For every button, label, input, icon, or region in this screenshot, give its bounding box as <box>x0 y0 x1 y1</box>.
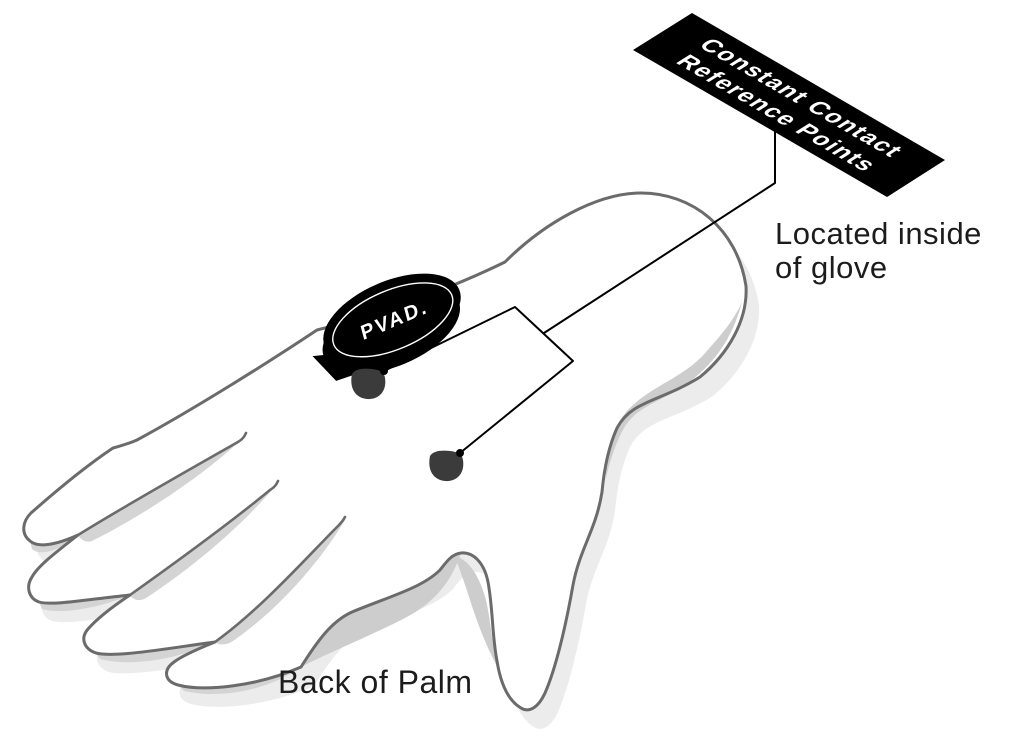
glove-outline <box>22 191 748 712</box>
palm-shading <box>301 553 461 667</box>
fingertip-shading-4 <box>178 667 301 695</box>
thumb-web-shading <box>455 556 498 668</box>
finger-edge-line-2 <box>128 479 280 597</box>
banner-background <box>633 13 945 197</box>
bottom-label: Back of Palm <box>278 664 473 700</box>
banner: Constant Contact Reference Points <box>633 13 945 197</box>
sensor-pod-highlight-ring <box>332 282 454 358</box>
finger-edge-line-1 <box>76 431 248 537</box>
reference-point-2 <box>429 450 464 482</box>
finger-edge-lines <box>76 431 347 644</box>
banner-leader-line <box>543 131 776 334</box>
note-text: Located inside of glove <box>775 216 982 285</box>
note-line-1: Located inside <box>775 216 982 251</box>
sensor-pod-face <box>323 273 461 363</box>
glove-silhouette <box>23 193 747 710</box>
finger-edge-line-3 <box>213 515 347 644</box>
leader-dot-1 <box>380 367 388 375</box>
leader-dot-2 <box>456 449 464 457</box>
note-line-2: of glove <box>775 250 888 285</box>
leader-lines <box>383 131 776 454</box>
reference-point-1 <box>351 368 386 400</box>
